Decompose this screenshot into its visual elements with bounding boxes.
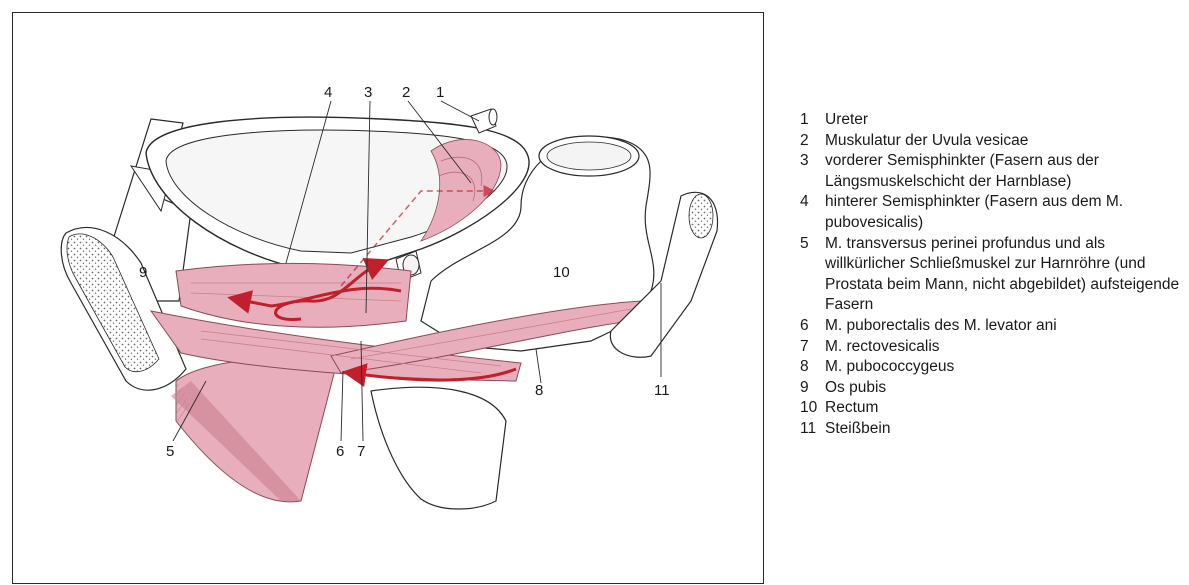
legend-text: M. pubococcygeus (825, 357, 1185, 378)
callout-3: 3 (364, 84, 372, 101)
callout-2: 2 (402, 84, 410, 101)
legend-number: 6 (800, 316, 825, 337)
callout-11: 11 (654, 382, 670, 399)
legend-number: 4 (800, 192, 825, 233)
callout-4: 4 (324, 84, 332, 101)
legend-number: 11 (800, 419, 825, 440)
legend-text: Rectum (825, 398, 1185, 419)
callout-9: 9 (139, 264, 147, 281)
legend-text: Muskulatur der Uvula vesicae (825, 131, 1185, 152)
legend-text: Os pubis (825, 378, 1185, 399)
legend-text: Steißbein (825, 419, 1185, 440)
legend-text: Ureter (825, 110, 1185, 131)
callout-8: 8 (535, 382, 543, 399)
legend-number: 3 (800, 151, 825, 192)
callout-7: 7 (357, 443, 365, 460)
legend-number: 1 (800, 110, 825, 131)
callout-1: 1 (436, 84, 444, 101)
legend-text: hinterer Semisphinkter (Fasern aus dem M… (825, 192, 1185, 233)
figure-frame: 4 3 2 1 9 10 8 11 5 6 7 (12, 12, 764, 584)
legend-number: 7 (800, 337, 825, 358)
legend-text: M. rectovesicalis (825, 337, 1185, 358)
legend-text: vorderer Semisphinkter (Fasern aus der L… (825, 151, 1185, 192)
legend-number: 10 (800, 398, 825, 419)
callout-5: 5 (166, 443, 174, 460)
legend-text: M. puborectalis des M. levator ani (825, 316, 1185, 337)
legend-text: M. transversus perinei profundus und als… (825, 234, 1185, 316)
callout-6: 6 (336, 443, 344, 460)
legend-number: 2 (800, 131, 825, 152)
legend-number: 8 (800, 357, 825, 378)
legend-number: 9 (800, 378, 825, 399)
callout-10: 10 (553, 264, 570, 281)
legend-number: 5 (800, 234, 825, 316)
anatomy-illustration: 4 3 2 1 9 10 8 11 5 6 7 (13, 13, 765, 585)
